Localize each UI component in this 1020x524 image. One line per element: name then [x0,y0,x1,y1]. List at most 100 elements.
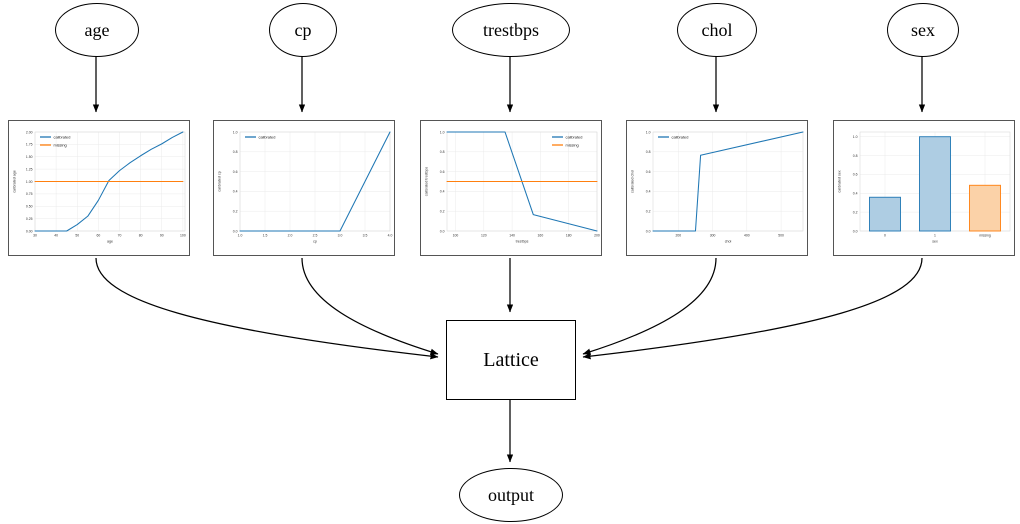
svg-text:1.0: 1.0 [233,130,238,134]
svg-text:0.8: 0.8 [853,154,858,158]
svg-text:calibrated sex: calibrated sex [838,170,842,192]
svg-text:140: 140 [509,234,515,238]
svg-text:3.5: 3.5 [363,234,368,238]
calibrator-panel-age[interactable]: 0.00 0.25 0.50 0.75 1.00 1.25 1.50 1.75 2.00 30 40… [8,120,190,256]
svg-text:calibrated: calibrated [54,135,71,140]
svg-text:120: 120 [481,234,487,238]
node-cp[interactable]: cp [269,3,337,57]
svg-text:calibrated: calibrated [672,135,689,140]
svg-text:0.25: 0.25 [26,217,33,221]
svg-text:calibrated trestbps: calibrated trestbps [425,167,429,197]
edge-cp-to-lattice [301,257,439,355]
node-sex-label: sex [911,19,935,40]
svg-text:0: 0 [884,234,886,238]
plot-age: 0.00 0.25 0.50 0.75 1.00 1.25 1.50 1.75 2.00 30 40… [13,130,186,243]
node-lattice-label: Lattice [483,348,539,371]
svg-text:2.00: 2.00 [26,130,33,134]
svg-text:400: 400 [744,234,750,238]
edge-sex-to-lattice [582,257,923,360]
node-age[interactable]: age [55,3,139,57]
svg-text:0.0: 0.0 [440,229,445,233]
node-lattice[interactable]: Lattice [446,320,576,400]
svg-text:80: 80 [139,234,143,238]
svg-text:0.50: 0.50 [26,205,33,209]
svg-text:missing: missing [979,234,991,238]
svg-text:0.4: 0.4 [233,190,238,194]
svg-text:0.6: 0.6 [440,170,445,174]
svg-text:0.6: 0.6 [853,173,858,177]
node-output-label: output [487,484,534,505]
svg-text:0.2: 0.2 [233,210,238,214]
svg-text:1.50: 1.50 [26,155,33,159]
svg-text:calibrated age: calibrated age [13,170,17,193]
svg-text:1.0: 1.0 [440,130,445,134]
svg-text:0.75: 0.75 [26,192,33,196]
svg-text:0.6: 0.6 [233,170,238,174]
svg-text:500: 500 [778,234,784,238]
node-output[interactable]: output [459,468,563,522]
svg-text:0.2: 0.2 [646,210,651,214]
svg-text:0.0: 0.0 [646,229,651,233]
svg-text:0.8: 0.8 [646,150,651,154]
svg-text:cp: cp [313,240,317,244]
svg-text:0.8: 0.8 [233,150,238,154]
node-chol[interactable]: chol [677,3,757,57]
svg-text:0.0: 0.0 [233,229,238,233]
node-sex[interactable]: sex [887,3,959,57]
edge-age-to-lattice [95,257,439,360]
svg-text:180: 180 [566,234,572,238]
svg-text:calibrated cp: calibrated cp [218,171,222,191]
svg-text:60: 60 [96,234,100,238]
edge-chol-to-lattice [582,257,717,355]
svg-text:200: 200 [594,234,600,238]
svg-text:calibrated: calibrated [259,135,276,140]
svg-text:missing: missing [54,143,67,148]
svg-text:1: 1 [934,234,936,238]
svg-text:1.00: 1.00 [26,180,33,184]
svg-text:chol: chol [725,240,732,244]
svg-text:0.4: 0.4 [853,192,858,196]
svg-text:calibrated chol: calibrated chol [631,170,635,193]
svg-text:100: 100 [180,234,186,238]
svg-text:100: 100 [453,234,459,238]
svg-text:3.0: 3.0 [338,234,343,238]
svg-text:200: 200 [676,234,682,238]
svg-text:4.0: 4.0 [388,234,393,238]
svg-text:calibrated: calibrated [566,135,583,140]
svg-text:0.2: 0.2 [853,210,858,214]
plot-sex: 0.0 0.2 0.4 0.6 0.8 1.0 0 1 missing sex calibrated… [838,131,1011,244]
svg-text:0.8: 0.8 [440,150,445,154]
node-age-label: age [84,19,110,40]
node-trestbps-label: trestbps [483,19,539,40]
svg-text:2.5: 2.5 [313,234,318,238]
svg-text:0.4: 0.4 [646,190,651,194]
svg-text:missing: missing [566,143,579,148]
svg-text:0.6: 0.6 [646,170,651,174]
svg-text:90: 90 [160,234,164,238]
calibrator-panel-sex[interactable]: 0.0 0.2 0.4 0.6 0.8 1.0 0 1 missing sex calibrated… [833,120,1015,256]
svg-text:300: 300 [710,234,716,238]
node-trestbps[interactable]: trestbps [452,3,570,57]
svg-text:1.0: 1.0 [853,135,858,139]
node-chol-label: chol [701,19,733,40]
svg-text:1.25: 1.25 [26,167,33,171]
svg-text:160: 160 [538,234,544,238]
svg-text:70: 70 [118,234,122,238]
svg-text:sex: sex [932,240,938,244]
svg-text:0.2: 0.2 [440,210,445,214]
svg-text:50: 50 [75,234,79,238]
svg-text:trestbps: trestbps [516,240,529,244]
svg-text:2.0: 2.0 [288,234,293,238]
svg-text:0.00: 0.00 [26,229,33,233]
svg-text:1.75: 1.75 [26,143,33,147]
svg-text:30: 30 [33,234,37,238]
svg-text:0.0: 0.0 [853,229,858,233]
svg-text:1.0: 1.0 [238,234,243,238]
svg-text:40: 40 [54,234,58,238]
